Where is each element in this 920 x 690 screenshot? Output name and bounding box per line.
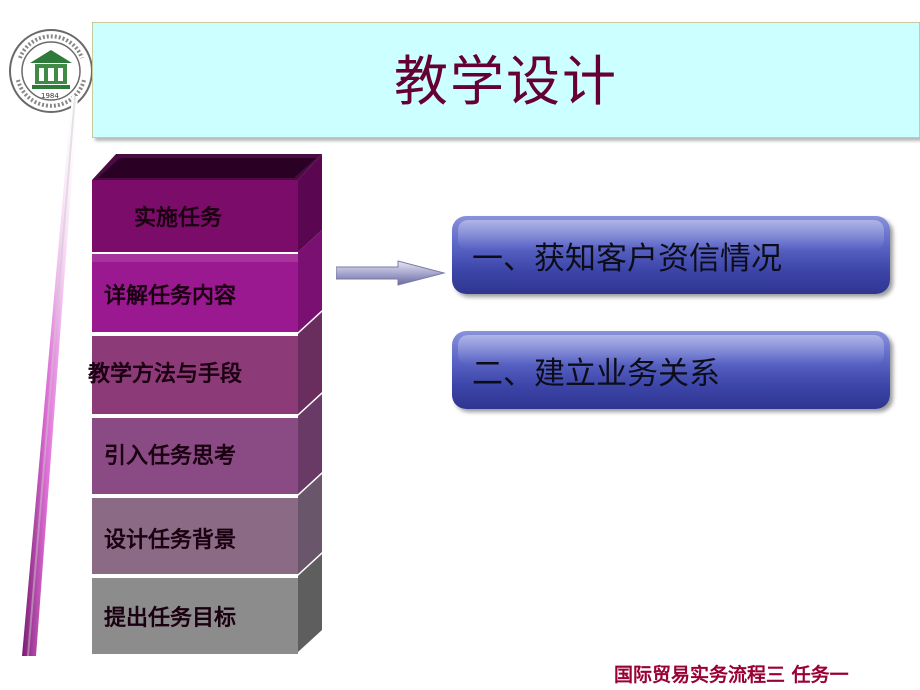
step-label-implement: 实施任务 — [134, 205, 223, 231]
task-button-business-relations[interactable]: 二、建立业务关系 — [452, 331, 890, 409]
step-label-introduce: 引入任务思考 — [104, 443, 237, 469]
decorative-pole — [14, 96, 94, 666]
teaching-steps-stack: 实施任务 详解任务内容 教学方法与手段 引入任务思考 设计任务背景 提出任务目标 — [88, 152, 324, 656]
slide-footer: 国际贸易实务流程三 任务一 — [614, 664, 849, 686]
right-arrow-icon — [335, 258, 446, 288]
logo-year: 1984 — [41, 92, 59, 100]
task-button-credit-info[interactable]: 一、获知客户资信情况 — [452, 216, 890, 294]
college-logo: 1984 — [8, 28, 94, 114]
step-label-background: 设计任务背景 — [104, 527, 237, 553]
college-seal-icon — [9, 29, 93, 113]
step-label-methods: 教学方法与手段 — [88, 361, 243, 387]
slide-title: 教学设计 — [394, 49, 618, 113]
task-label-business-relations: 二、建立业务关系 — [472, 355, 720, 392]
title-banner: 教学设计 — [92, 22, 920, 138]
step-label-explain: 详解任务内容 — [104, 283, 237, 309]
step-blocks-graphic — [92, 154, 322, 654]
task-label-credit-info: 一、获知客户资信情况 — [472, 240, 782, 277]
step-label-goal: 提出任务目标 — [104, 605, 237, 631]
